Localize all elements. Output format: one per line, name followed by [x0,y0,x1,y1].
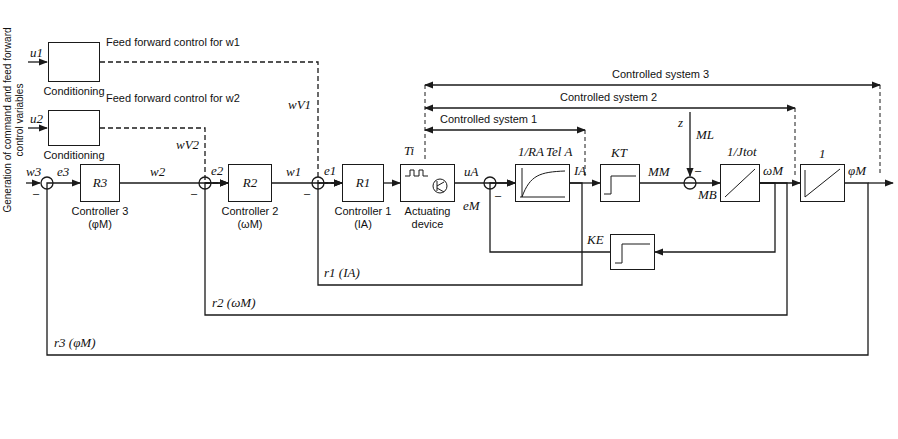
gain-symbol [615,244,650,263]
span-label: Controlled system 3 [612,68,709,81]
block-caption: Controller 2 (ωM) [215,205,285,231]
signal-name: IA [574,164,586,178]
disturbance-wire [689,112,690,176]
signal-name: z [678,116,683,130]
controller-box: R1Controller 1 (IA) [342,164,384,202]
signal-line [318,183,582,285]
signal-name: ML [696,128,714,142]
signal-line [490,183,610,252]
block-symbol: R1 [356,176,370,190]
input-wire [28,127,47,128]
block-caption: Conditioning [34,85,114,98]
feedback-label: r3 (φM) [54,336,96,350]
block-symbol: R3 [93,176,107,190]
armature-block: 1/RATel A [515,164,570,202]
signal-name: w2 [150,165,165,179]
span-label: Controlled system 2 [560,91,657,104]
controller-box: R2Controller 2 (ωM) [228,164,272,202]
signal-name: u2 [30,112,43,126]
gain-block: KT [600,164,640,202]
block-caption: Actuating device [397,205,459,231]
transistor-symbol [437,181,444,192]
block-caption: Controller 1 (IA) [328,205,398,231]
span-marker [880,85,881,176]
input-wire [28,61,47,62]
gain-symbol [604,176,636,194]
signal-name: uA [464,165,478,179]
inertia-block: 1/Jtot [720,164,760,202]
output-wire [868,182,893,183]
feedforward-signal [100,62,342,183]
block-caption: KE [587,233,604,247]
signal-line [384,182,400,183]
signal-name: u1 [30,46,43,60]
integrator-block: 1 [800,164,845,202]
signal-name: w1 [286,165,301,179]
span-label: Controlled system 1 [440,113,537,126]
minus-sign: – [304,187,310,200]
feedback-label: r1 (IA) [324,266,360,280]
signal-name: wV1 [288,98,311,112]
minus-sign: – [191,187,197,200]
actuator-box: Actuating device [400,164,455,202]
signal-name: MB [698,188,717,202]
minus-sign: – [33,187,39,200]
block-caption: 1 [819,147,826,161]
span-bracket [425,84,880,85]
conditioning-box: Conditioning [48,110,100,146]
block-caption: Conditioning [34,149,114,162]
signal-line [47,183,868,355]
signal-line [205,183,787,315]
minus-sign: – [495,189,501,202]
transistor-symbol [433,179,447,193]
block-caption: KT [611,146,627,160]
minus-sign: – [695,164,701,177]
block-caption: Controller 3 (φM) [65,205,135,231]
span-bracket [425,129,585,130]
span-marker [795,108,796,176]
signal-name: ωM [763,164,783,178]
block-caption: Tel A [546,145,572,159]
signal-name: wV2 [176,138,199,152]
note: Feed forward control for w2 [106,92,240,105]
note: Feed forward control for w1 [106,36,240,49]
side-caption: Generation of command and feed forward c… [2,20,26,220]
span-bracket [425,107,795,108]
signal-name: e1 [324,164,336,178]
integrator-symbol [805,169,840,197]
signal-name: φM [848,164,866,178]
conditioning-box: Conditioning [48,42,100,82]
signal-line [655,183,775,252]
signal-name: MM [648,165,670,179]
signal-name: eM [463,199,480,213]
controller-box: R3Controller 3 (φM) [80,164,120,202]
feedback-label: r2 (ωM) [212,296,255,310]
signal-name: e2 [211,164,223,178]
block-symbol: R2 [243,176,257,190]
pwm-symbol [405,170,428,176]
signal-name: e3 [57,165,69,179]
gain-block: KE [610,234,655,270]
block-caption: 1/Jtot [727,145,757,159]
block-caption: 1/RA [518,145,544,159]
signal-name: Ti [404,144,414,158]
first-order-symbol [520,168,565,197]
ramp-symbol [725,169,755,197]
signal-name: w3 [26,165,41,179]
input-wire [26,182,40,183]
span-marker [425,85,426,162]
signal-line [640,182,720,183]
